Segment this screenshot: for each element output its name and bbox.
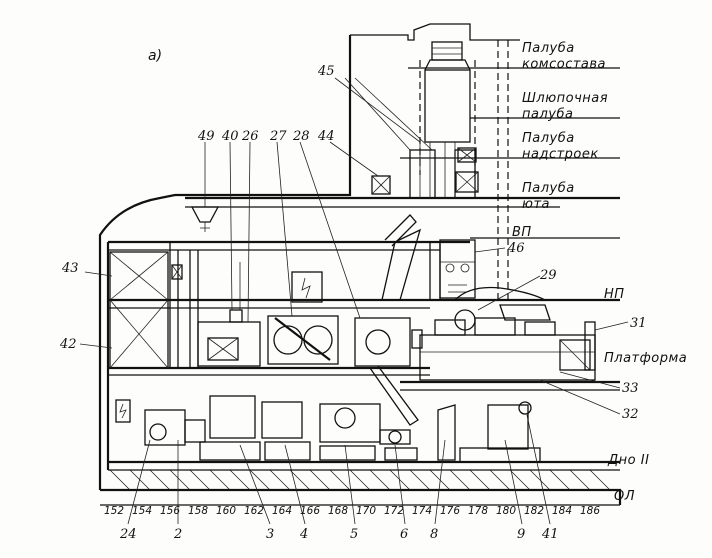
box-superstructure <box>455 147 479 193</box>
deck-superstructure-line1: Палуба <box>522 131 575 146</box>
frame-numbers: 152 154 156 158 160 162 164 166 168 170 … <box>104 505 600 517</box>
funnel-casing <box>409 41 476 199</box>
diagonal-shafts <box>369 214 419 426</box>
callout-42: 42 <box>59 337 77 352</box>
callout-40: 40 <box>221 129 239 144</box>
callout-2: 2 <box>173 527 182 542</box>
deck-platform: Платформа <box>604 351 687 366</box>
callout-28: 28 <box>292 129 310 144</box>
frame-152: 152 <box>104 505 124 517</box>
callout-8: 8 <box>430 527 438 542</box>
callout-46: 46 <box>507 241 525 256</box>
frame-182: 182 <box>524 505 544 517</box>
deck-labels: Палуба комсостава Шлюпочная палуба Палуб… <box>512 41 687 504</box>
frame-180: 180 <box>496 505 516 517</box>
frame-162: 162 <box>244 505 264 517</box>
hull-outline <box>98 23 622 506</box>
frame-160: 160 <box>216 505 236 517</box>
unit-40-26 <box>197 262 261 367</box>
frame-154: 154 <box>132 505 152 517</box>
callout-24: 24 <box>119 527 137 542</box>
callout-3: 3 <box>266 527 274 542</box>
main-engine <box>419 317 596 381</box>
bulkheads <box>106 242 441 470</box>
callout-27: 27 <box>269 129 287 144</box>
deck-upper: ВП <box>512 225 532 240</box>
deck-boat-line1: Шлюпочная <box>522 91 608 106</box>
frame-178: 178 <box>468 505 488 517</box>
unit-28 <box>354 228 423 367</box>
tank-42 <box>109 299 169 369</box>
deck-boat-line2: палуба <box>522 107 573 122</box>
callout-26: 26 <box>241 129 259 144</box>
frame-174: 174 <box>412 505 432 517</box>
callout-29: 29 <box>539 268 557 283</box>
deck-commanders-line1: Палуба <box>522 41 575 56</box>
frame-186: 186 <box>580 505 600 517</box>
frame-158: 158 <box>188 505 208 517</box>
callout-49: 49 <box>197 129 215 144</box>
frame-168: 168 <box>328 505 348 517</box>
unit-46 <box>439 239 476 299</box>
frame-156: 156 <box>160 505 180 517</box>
callout-31: 31 <box>630 316 647 331</box>
double-bottom-hatching <box>109 469 611 491</box>
frame-184: 184 <box>552 505 572 517</box>
frame-176: 176 <box>440 505 460 517</box>
callout-33: 33 <box>622 381 639 396</box>
callout-41: 41 <box>541 527 559 542</box>
callout-45: 45 <box>317 64 335 79</box>
deck-superstructure-line2: надстроек <box>522 147 599 162</box>
box-44 <box>371 175 391 195</box>
small-fan-box <box>171 264 183 280</box>
deck-commanders-line2: комсостава <box>522 57 606 72</box>
callout-6: 6 <box>400 527 408 542</box>
vent-49 <box>190 206 220 232</box>
frame-166: 166 <box>300 505 320 517</box>
dashed-casing-lines <box>419 40 509 300</box>
frame-164: 164 <box>272 505 292 517</box>
deck-double-bottom: Дно II <box>607 453 649 468</box>
leader-lines <box>79 77 629 525</box>
callouts: 45 49 40 26 27 28 44 46 29 31 33 32 43 4… <box>59 64 647 542</box>
callout-9: 9 <box>517 527 525 542</box>
lower-machinery <box>115 395 541 463</box>
deck-poop-line2: юта <box>522 197 550 212</box>
callout-43: 43 <box>61 261 79 276</box>
deck-baseline: ОЛ <box>614 489 635 504</box>
unit-27 <box>267 271 339 365</box>
frame-172: 172 <box>384 505 404 517</box>
callout-44: 44 <box>317 129 335 144</box>
callout-32: 32 <box>622 407 639 422</box>
callout-5: 5 <box>350 527 358 542</box>
frame-170: 170 <box>356 505 376 517</box>
deck-lower: НП <box>604 287 625 302</box>
figure-label: а) <box>148 48 162 64</box>
unit-29 <box>454 286 551 331</box>
callout-4: 4 <box>299 527 308 542</box>
deck-poop-line1: Палуба <box>522 181 575 196</box>
tank-43 <box>109 251 169 301</box>
